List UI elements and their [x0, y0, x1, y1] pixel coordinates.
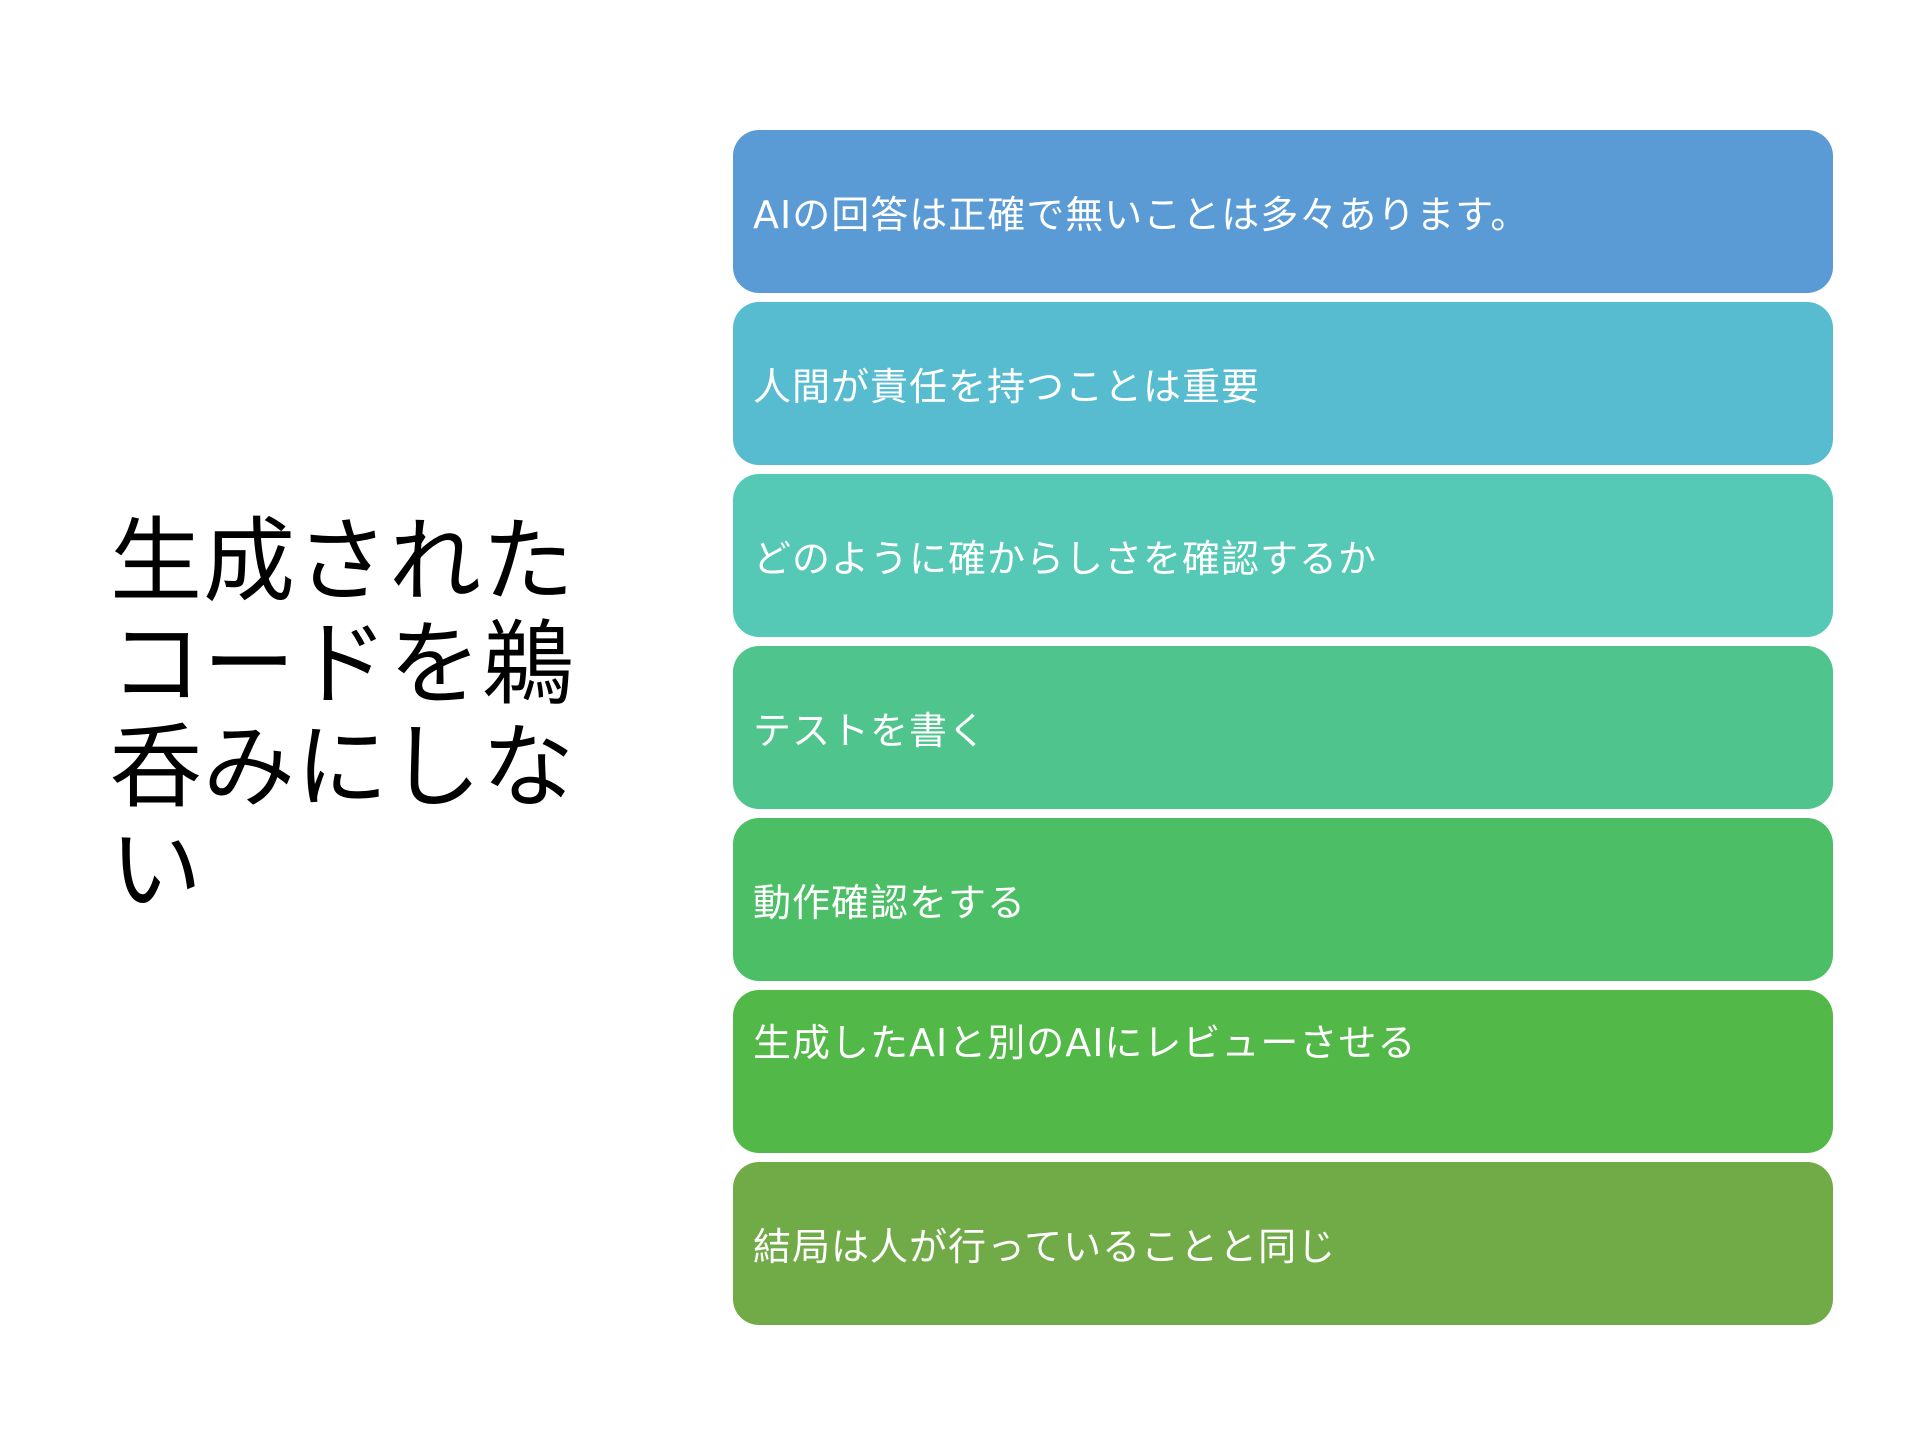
list-item: AIの回答は正確で無いことは多々あります。 [733, 130, 1833, 293]
slide-title: 生成されたコードを鵜呑みにしない [110, 508, 576, 924]
list-item-text: 結局は人が行っていることと同じ [753, 1225, 1337, 1269]
list-item: 生成したAIと別のAIにレビューさせる [733, 990, 1833, 1153]
list-item-text: 人間が責任を持つことは重要 [753, 365, 1261, 409]
list-item-text: AIの回答は正確で無いことは多々あります。 [753, 193, 1530, 237]
list-item-text: 動作確認をする [753, 881, 1027, 925]
list-item-text: 生成したAIと別のAIにレビューさせる [753, 1021, 1417, 1065]
list-item: 人間が責任を持つことは重要 [733, 302, 1833, 465]
list-item: テストを書く [733, 646, 1833, 809]
list-item-text: どのように確からしさを確認するか [753, 537, 1378, 581]
list-item: どのように確からしさを確認するか [733, 474, 1833, 637]
list-item: 結局は人が行っていることと同じ [733, 1162, 1833, 1325]
list-item: 動作確認をする [733, 818, 1833, 981]
list-item-text: テストを書く [753, 709, 988, 753]
